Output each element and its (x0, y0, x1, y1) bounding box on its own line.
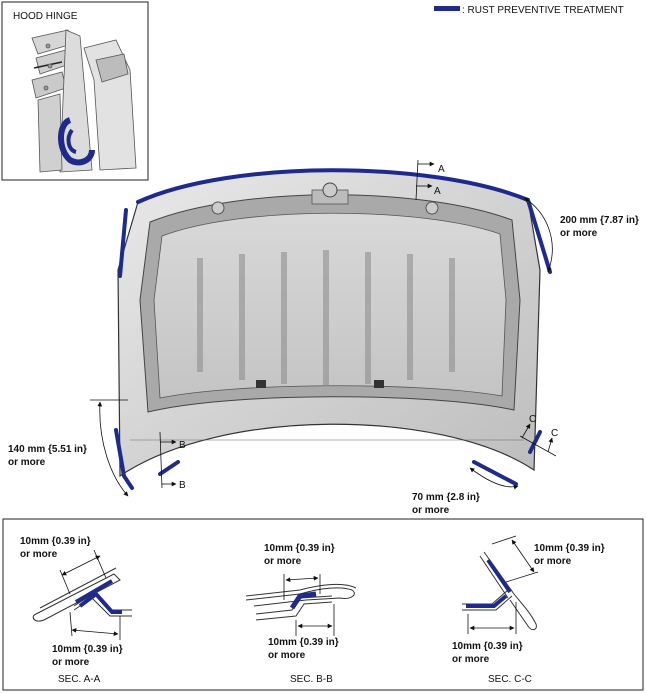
svg-text:or more: or more (20, 549, 58, 560)
svg-text:SEC. A-A: SEC. A-A (58, 674, 101, 685)
dim-top-right: 200 mm {7.87 in} or more (523, 197, 639, 273)
section-b-b: 10mm {0.39 in} or more 10mm {0.39 in} or… (245, 543, 357, 685)
inset-title: HOOD HINGE (13, 11, 78, 22)
section-c-c: 10mm {0.39 in} or more 10mm {0.39 in} or… (452, 535, 605, 685)
svg-text:140 mm {5.51 in}: 140 mm {5.51 in} (8, 444, 87, 455)
svg-text:10mm {0.39 in}: 10mm {0.39 in} (264, 543, 335, 554)
hood-ribs (197, 250, 455, 386)
section-a-a: 10mm {0.39 in} or more 10mm {0.39 in} or… (20, 536, 132, 685)
hood-panel (117, 169, 541, 478)
svg-text:SEC. C-C: SEC. C-C (488, 674, 532, 685)
dim-left: 140 mm {5.51 in} or more (8, 399, 129, 497)
svg-text:10mm {0.39 in}: 10mm {0.39 in} (20, 536, 91, 547)
svg-text:B: B (179, 480, 186, 491)
dim-bottom-right: 70 mm {2.8 in} or more (412, 467, 519, 516)
svg-text:C: C (529, 414, 536, 425)
hinge-illustration (31, 29, 137, 173)
svg-text:B: B (179, 440, 186, 451)
svg-text:C: C (551, 428, 558, 439)
svg-text:70 mm {2.8 in}: 70 mm {2.8 in} (412, 492, 480, 503)
svg-text:10mm {0.39 in}: 10mm {0.39 in} (52, 644, 123, 655)
legend: : RUST PREVENTIVE TREATMENT (434, 5, 624, 16)
legend-label: : RUST PREVENTIVE TREATMENT (462, 5, 624, 16)
sections-box (2, 518, 644, 691)
svg-text:or more: or more (268, 650, 306, 661)
section-marker-c: C C (519, 414, 558, 457)
hood-hinge-inset: HOOD HINGE (1, 1, 149, 181)
section-marker-b: B B (159, 431, 186, 491)
svg-text:or more: or more (452, 654, 490, 665)
svg-text:A: A (434, 186, 441, 197)
svg-text:or more: or more (412, 505, 450, 516)
svg-text:or more: or more (264, 556, 302, 567)
svg-text:SEC. B-B: SEC. B-B (290, 674, 333, 685)
section-marker-a: A A (415, 159, 445, 201)
svg-text:or more: or more (8, 457, 46, 468)
svg-text:or more: or more (560, 228, 598, 239)
svg-text:10mm {0.39 in}: 10mm {0.39 in} (268, 637, 339, 648)
svg-text:or more: or more (534, 556, 572, 567)
svg-text:A: A (438, 164, 445, 175)
svg-text:10mm {0.39 in}: 10mm {0.39 in} (534, 543, 605, 554)
legend-swatch (434, 6, 460, 11)
svg-text:200 mm {7.87 in}: 200 mm {7.87 in} (560, 215, 639, 226)
svg-text:10mm {0.39 in}: 10mm {0.39 in} (452, 641, 523, 652)
svg-text:or more: or more (52, 657, 90, 668)
